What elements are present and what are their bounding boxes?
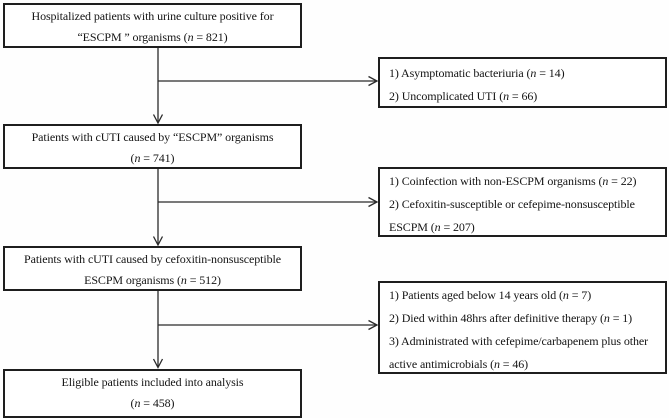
text-segment: Eligible patients included into analysis bbox=[61, 375, 244, 389]
text-segment: 1) Patients aged below 14 years old ( bbox=[389, 288, 563, 302]
text-segment: = 14) bbox=[536, 66, 565, 80]
box-hospitalized-urine-culture-positive: Hospitalized patients with urine culture… bbox=[3, 3, 302, 48]
n-count: n bbox=[562, 288, 569, 302]
box-exclusion-asymptomatic-uncomplicated: 1) Asymptomatic bacteriuria (n = 14) 2) … bbox=[378, 57, 667, 108]
exclusion-item: 2) Died within 48hrs after definitive th… bbox=[389, 307, 663, 330]
box-exclusion-age-death-therapy: 1) Patients aged below 14 years old (n =… bbox=[378, 281, 667, 374]
box-text-line: (n = 458) bbox=[5, 393, 300, 414]
n-count: n bbox=[503, 89, 509, 103]
box-text-line: (n = 741) bbox=[5, 148, 300, 169]
text-segment: = 207) bbox=[440, 220, 475, 234]
text-segment: Patients with cUTI caused by “ESCPM” org… bbox=[31, 130, 274, 144]
n-count: n bbox=[434, 220, 441, 234]
text-segment: ESCPM ( bbox=[389, 220, 435, 234]
text-segment: 3) Administrated with cefepime/carbapene… bbox=[389, 334, 649, 348]
text-segment: “ESCPM ” organisms ( bbox=[77, 30, 188, 44]
arrowhead-down-1 bbox=[152, 114, 164, 125]
text-segment: = 66) bbox=[509, 89, 538, 103]
exclusion-item: 1) Coinfection with non-ESCPM organisms … bbox=[389, 170, 663, 193]
box-text-line: Hospitalized patients with urine culture… bbox=[5, 6, 300, 27]
text-segment: = 7) bbox=[568, 288, 592, 302]
box-cuti-escpm-organisms: Patients with cUTI caused by “ESCPM” org… bbox=[3, 124, 302, 169]
text-segment: = 458) bbox=[140, 396, 175, 410]
text-segment: 2) Died within 48hrs after definitive th… bbox=[389, 311, 604, 325]
arrowhead-right-3 bbox=[368, 319, 379, 331]
arrowhead-down-2 bbox=[152, 236, 164, 247]
exclusion-item: 2) Cefoxitin-susceptible or cefepime-non… bbox=[389, 193, 663, 216]
box-text-line: “ESCPM ” organisms (n = 821) bbox=[5, 27, 300, 48]
n-count: n bbox=[134, 151, 141, 165]
text-segment: 1) Asymptomatic bacteriuria ( bbox=[389, 66, 531, 80]
text-segment: ( bbox=[130, 151, 135, 165]
text-segment: Patients with cUTI caused by cefoxitin-n… bbox=[24, 252, 281, 266]
box-text-line: Patients with cUTI caused by “ESCPM” org… bbox=[5, 127, 300, 148]
text-segment: 2) Uncomplicated UTI ( bbox=[389, 89, 504, 103]
n-count: n bbox=[494, 357, 500, 371]
box-text-line: ESCPM organisms (n = 512) bbox=[5, 270, 300, 291]
exclusion-item: ESCPM (n = 207) bbox=[389, 216, 663, 239]
n-count: n bbox=[530, 66, 537, 80]
arrowhead-down-3 bbox=[152, 358, 164, 369]
box-exclusion-coinfection-susceptibility: 1) Coinfection with non-ESCPM organisms … bbox=[378, 167, 667, 237]
n-count: n bbox=[603, 311, 610, 325]
text-segment: ( bbox=[130, 396, 135, 410]
text-segment: = 1) bbox=[609, 311, 633, 325]
exclusion-item: active antimicrobials (n = 46) bbox=[389, 353, 663, 376]
text-segment: active antimicrobials ( bbox=[389, 357, 494, 371]
text-segment: = 512) bbox=[186, 273, 221, 287]
exclusion-item: 3) Administrated with cefepime/carbapene… bbox=[389, 330, 663, 353]
box-text-line: Patients with cUTI caused by cefoxitin-n… bbox=[5, 249, 300, 270]
arrowhead-right-1 bbox=[368, 75, 379, 87]
box-text-line: Eligible patients included into analysis bbox=[5, 372, 300, 393]
exclusion-item: 2) Uncomplicated UTI (n = 66) bbox=[389, 85, 663, 108]
text-segment: 1) Coinfection with non-ESCPM organisms … bbox=[389, 174, 603, 188]
n-count: n bbox=[180, 273, 187, 287]
text-segment: 2) Cefoxitin-susceptible or cefepime-non… bbox=[389, 197, 635, 211]
text-segment: = 741) bbox=[140, 151, 175, 165]
text-segment: = 22) bbox=[608, 174, 637, 188]
text-segment: = 821) bbox=[193, 30, 228, 44]
exclusion-item: 1) Asymptomatic bacteriuria (n = 14) bbox=[389, 62, 663, 85]
exclusion-item: 1) Patients aged below 14 years old (n =… bbox=[389, 284, 663, 307]
text-segment: Hospitalized patients with urine culture… bbox=[31, 9, 274, 23]
n-count: n bbox=[602, 174, 609, 188]
n-count: n bbox=[134, 396, 141, 410]
box-cuti-cefoxitin-nonsusceptible: Patients with cUTI caused by cefoxitin-n… bbox=[3, 246, 302, 291]
arrowhead-right-2 bbox=[368, 196, 379, 208]
n-count: n bbox=[187, 30, 194, 44]
box-eligible-patients-analysis: Eligible patients included into analysis… bbox=[3, 369, 302, 418]
text-segment: ESCPM organisms ( bbox=[84, 273, 181, 287]
text-segment: = 46) bbox=[499, 357, 529, 371]
